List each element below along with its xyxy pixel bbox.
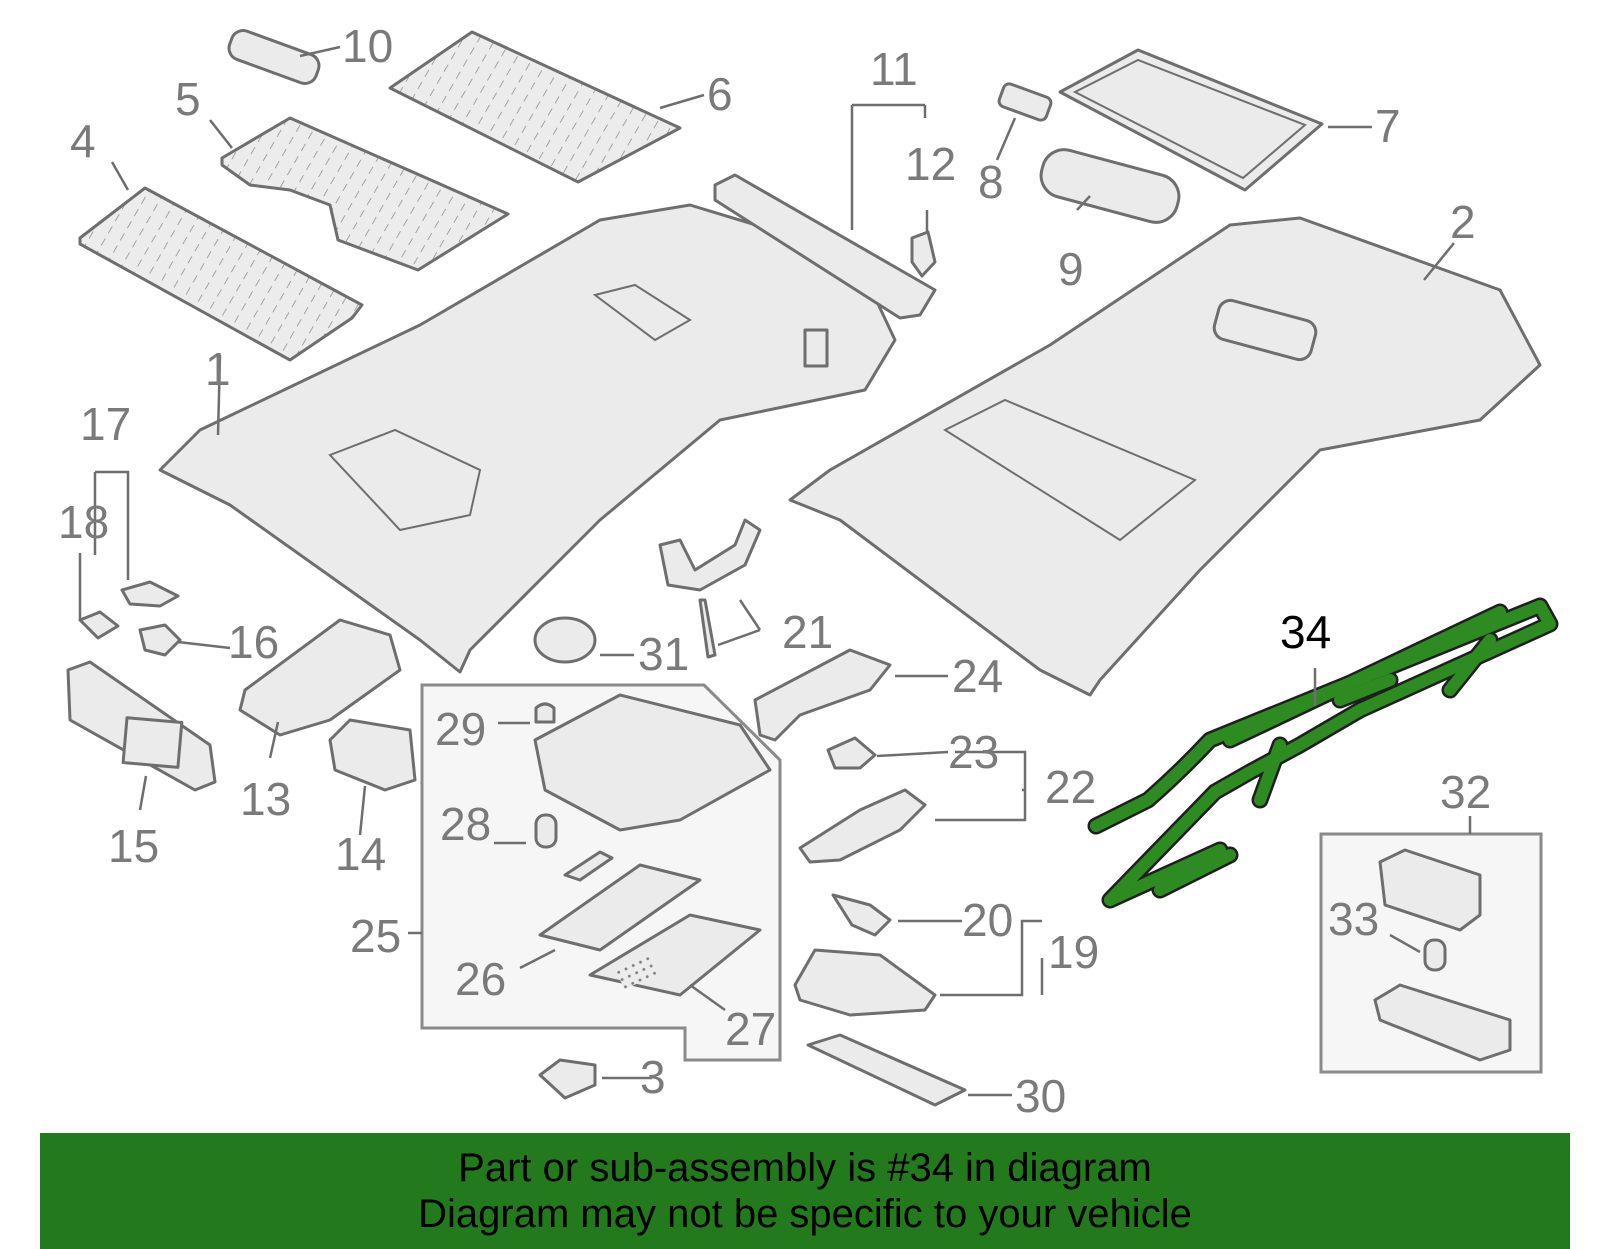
part-21-screw <box>698 598 717 659</box>
part-19-lamp-housing <box>793 948 937 1017</box>
part-2-headliner <box>788 216 1542 697</box>
part-8 <box>997 82 1053 122</box>
part-25-console <box>533 693 772 832</box>
callout-4: 4 <box>70 115 96 167</box>
part-29-cap <box>534 702 556 724</box>
part-28-clip <box>534 813 558 849</box>
part-33-clip <box>1423 938 1447 972</box>
callout-8: 8 <box>978 156 1004 208</box>
part-25-bulb <box>563 850 614 882</box>
part-13-console <box>238 618 402 737</box>
part-4-insulator <box>78 186 364 362</box>
part-32-lamp-housing <box>1373 983 1512 1062</box>
callout-23: 23 <box>948 726 999 778</box>
part-16-hook <box>138 623 182 657</box>
callout-31: 31 <box>638 628 689 680</box>
part-5-insulator <box>220 116 510 272</box>
part-14-module <box>328 718 417 792</box>
callout-9: 9 <box>1058 243 1084 295</box>
part-7-glass <box>1058 48 1324 192</box>
part-22-bracket <box>798 788 927 864</box>
part-32-lamp <box>1378 848 1482 932</box>
part-12-clip <box>910 230 937 278</box>
callout-25: 25 <box>350 910 401 962</box>
part-24-bracket <box>753 648 892 742</box>
callout-1: 1 <box>205 343 231 395</box>
part-2-vent <box>1212 298 1318 362</box>
part-1-headliner <box>158 203 897 674</box>
part-27-grille <box>615 952 661 990</box>
callout-11: 11 <box>870 43 918 95</box>
callout-6: 6 <box>707 68 733 120</box>
callout-24: 24 <box>952 650 1003 702</box>
callout-14: 14 <box>335 828 386 880</box>
part-1-clip <box>803 328 829 368</box>
banner-line-1: Part or sub-assembly is #34 in diagram <box>458 1146 1152 1190</box>
callout-13: 13 <box>240 773 291 825</box>
part-6-insulator <box>388 30 682 184</box>
part-2-sunroof-opening <box>942 398 1197 542</box>
part-23-bracket <box>826 736 877 770</box>
callout-7: 7 <box>1375 100 1401 152</box>
callout-22: 22 <box>1045 761 1096 813</box>
callout-21: 21 <box>782 606 833 658</box>
part-30-pad <box>806 1033 967 1107</box>
part-34-harness <box>1087 597 1559 909</box>
callout-27: 27 <box>725 1003 776 1055</box>
callout-30: 30 <box>1015 1070 1066 1122</box>
callout-19: 19 <box>1048 926 1099 978</box>
callout-20: 20 <box>962 894 1013 946</box>
part-17-clip <box>120 580 180 608</box>
part-7-inner <box>1072 58 1307 180</box>
callout-29: 29 <box>435 703 486 755</box>
callout-labels: 1 2 3 4 5 6 7 8 9 10 11 12 13 14 15 16 1… <box>58 20 1491 1122</box>
part-31-lamp <box>533 616 597 664</box>
part-1-detail <box>328 283 692 532</box>
part-21-handle <box>658 518 762 592</box>
banner-line-2: Diagram may not be specific to your vehi… <box>418 1192 1192 1236</box>
part-3-clip <box>538 1058 597 1100</box>
callout-16: 16 <box>228 616 279 668</box>
callout-33: 33 <box>1328 893 1379 945</box>
part-26-lens <box>538 863 702 952</box>
leader-lines <box>78 45 1472 1097</box>
callout-26: 26 <box>455 953 506 1005</box>
callout-5: 5 <box>175 73 201 125</box>
callout-28: 28 <box>440 798 491 850</box>
part-18-clip <box>78 610 120 640</box>
callout-18: 18 <box>58 496 109 548</box>
callout-15: 15 <box>108 820 159 872</box>
part-20-bulb <box>831 893 892 937</box>
part-15-mirror <box>121 716 184 769</box>
part-9-seal <box>1039 148 1181 224</box>
callout-12: 12 <box>905 138 956 190</box>
callout-2: 2 <box>1450 196 1476 248</box>
callout-34: 34 <box>1280 606 1331 658</box>
callout-10: 10 <box>342 20 393 72</box>
part-10 <box>227 29 321 85</box>
callout-17: 17 <box>80 398 131 450</box>
callout-3: 3 <box>640 1051 666 1103</box>
callout-32: 32 <box>1440 766 1491 818</box>
part-11-rail <box>713 173 937 320</box>
info-banner: Part or sub-assembly is #34 in diagram D… <box>40 1133 1570 1249</box>
